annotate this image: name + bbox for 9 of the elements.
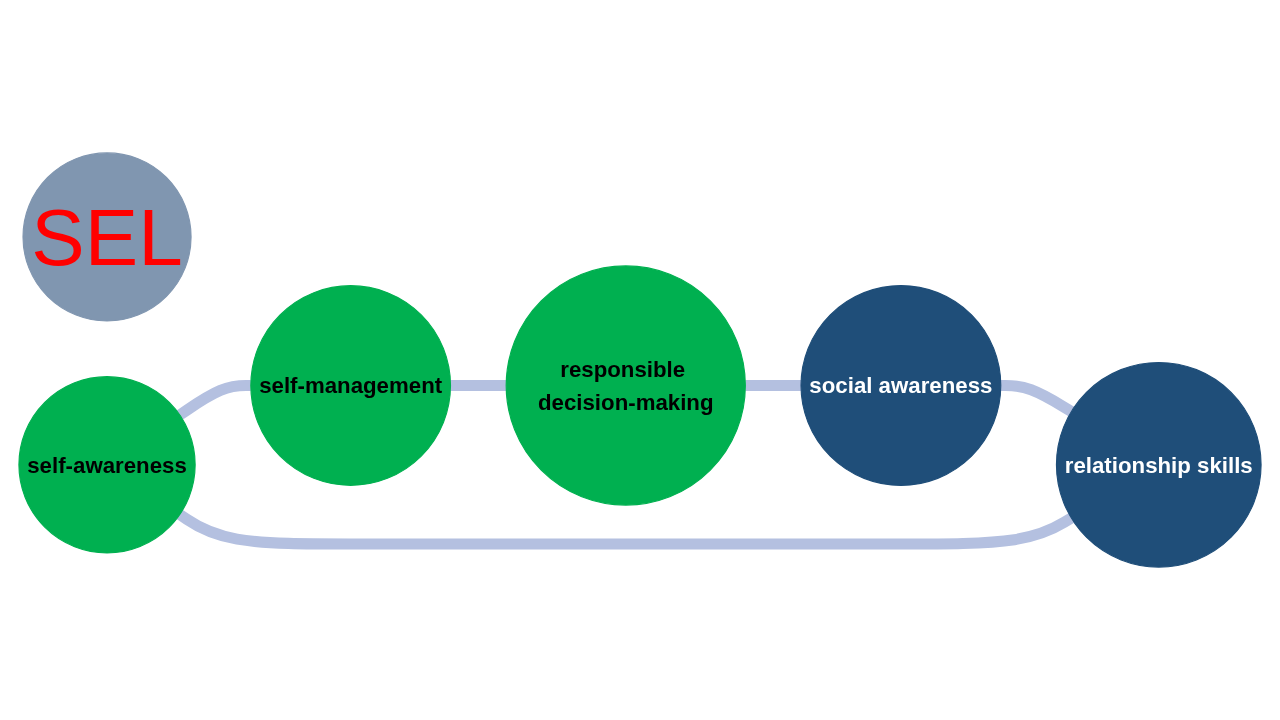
node-circle: relationship skills [1055,361,1262,568]
connector [744,379,802,392]
connector [176,509,1075,550]
connector [176,379,252,420]
node-circle: social awareness [800,285,1002,486]
node-circle: responsible decision-making [505,265,746,506]
node-circle: self-management [250,285,452,486]
node-circle: SEL [22,152,192,322]
node-circle: self-awareness [18,376,196,554]
